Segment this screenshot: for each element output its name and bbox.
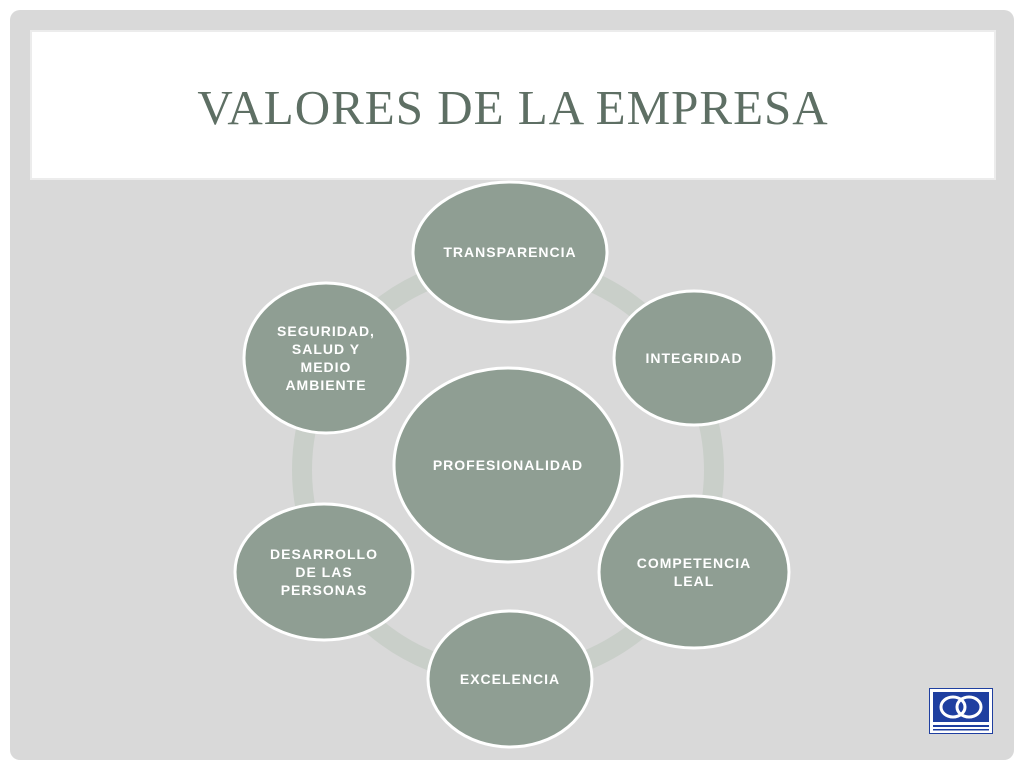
node-competencia-leal-shape <box>597 494 791 650</box>
page-title: VALORES DE LA EMPRESA <box>197 79 829 135</box>
node-excelencia-label: EXCELENCIA <box>460 671 560 687</box>
node-transparencia-shape <box>411 180 609 324</box>
node-center-label: PROFESIONALIDAD <box>433 457 583 473</box>
node-competencia-leal-label: COMPETENCIA <box>637 555 751 571</box>
node-integridad: INTEGRIDAD <box>612 289 776 427</box>
node-integridad-shape <box>612 289 776 427</box>
node-transparencia-label: TRANSPARENCIA <box>443 244 576 260</box>
node-seguridad-salud-medio-ambiente-shape <box>242 281 410 435</box>
node-desarrollo-personas-shape <box>233 502 415 642</box>
node-center-shape <box>392 366 624 564</box>
company-logo-icon <box>928 687 994 735</box>
node-seguridad-salud-medio-ambiente-label: SALUD Y <box>292 341 360 357</box>
node-competencia-leal: COMPETENCIA LEAL <box>597 494 791 650</box>
title-box: VALORES DE LA EMPRESA <box>30 30 996 180</box>
node-desarrollo-personas-label: DE LAS <box>295 564 352 580</box>
node-seguridad-salud-medio-ambiente: SEGURIDAD, SALUD Y MEDIO AMBIENTE <box>242 281 410 435</box>
node-excelencia: EXCELENCIA <box>426 609 594 749</box>
node-transparencia: TRANSPARENCIA <box>411 180 609 324</box>
node-seguridad-salud-medio-ambiente-label: SEGURIDAD, <box>277 323 375 339</box>
nodes-layer: TRANSPARENCIA INTEGRIDAD COMPETENCIA LEAL EX… <box>233 180 791 749</box>
node-seguridad-salud-medio-ambiente-label: AMBIENTE <box>285 377 366 393</box>
node-seguridad-salud-medio-ambiente-label: MEDIO <box>301 359 352 375</box>
node-integridad-label: INTEGRIDAD <box>645 350 742 366</box>
node-desarrollo-personas-label: DESARROLLO <box>270 546 378 562</box>
node-desarrollo-personas-label: PERSONAS <box>281 582 368 598</box>
node-desarrollo-personas: DESARROLLO DE LAS PERSONAS <box>233 502 415 642</box>
node-excelencia-shape <box>426 609 594 749</box>
node-competencia-leal-label: LEAL <box>674 573 715 589</box>
node-center: PROFESIONALIDAD <box>392 366 624 564</box>
